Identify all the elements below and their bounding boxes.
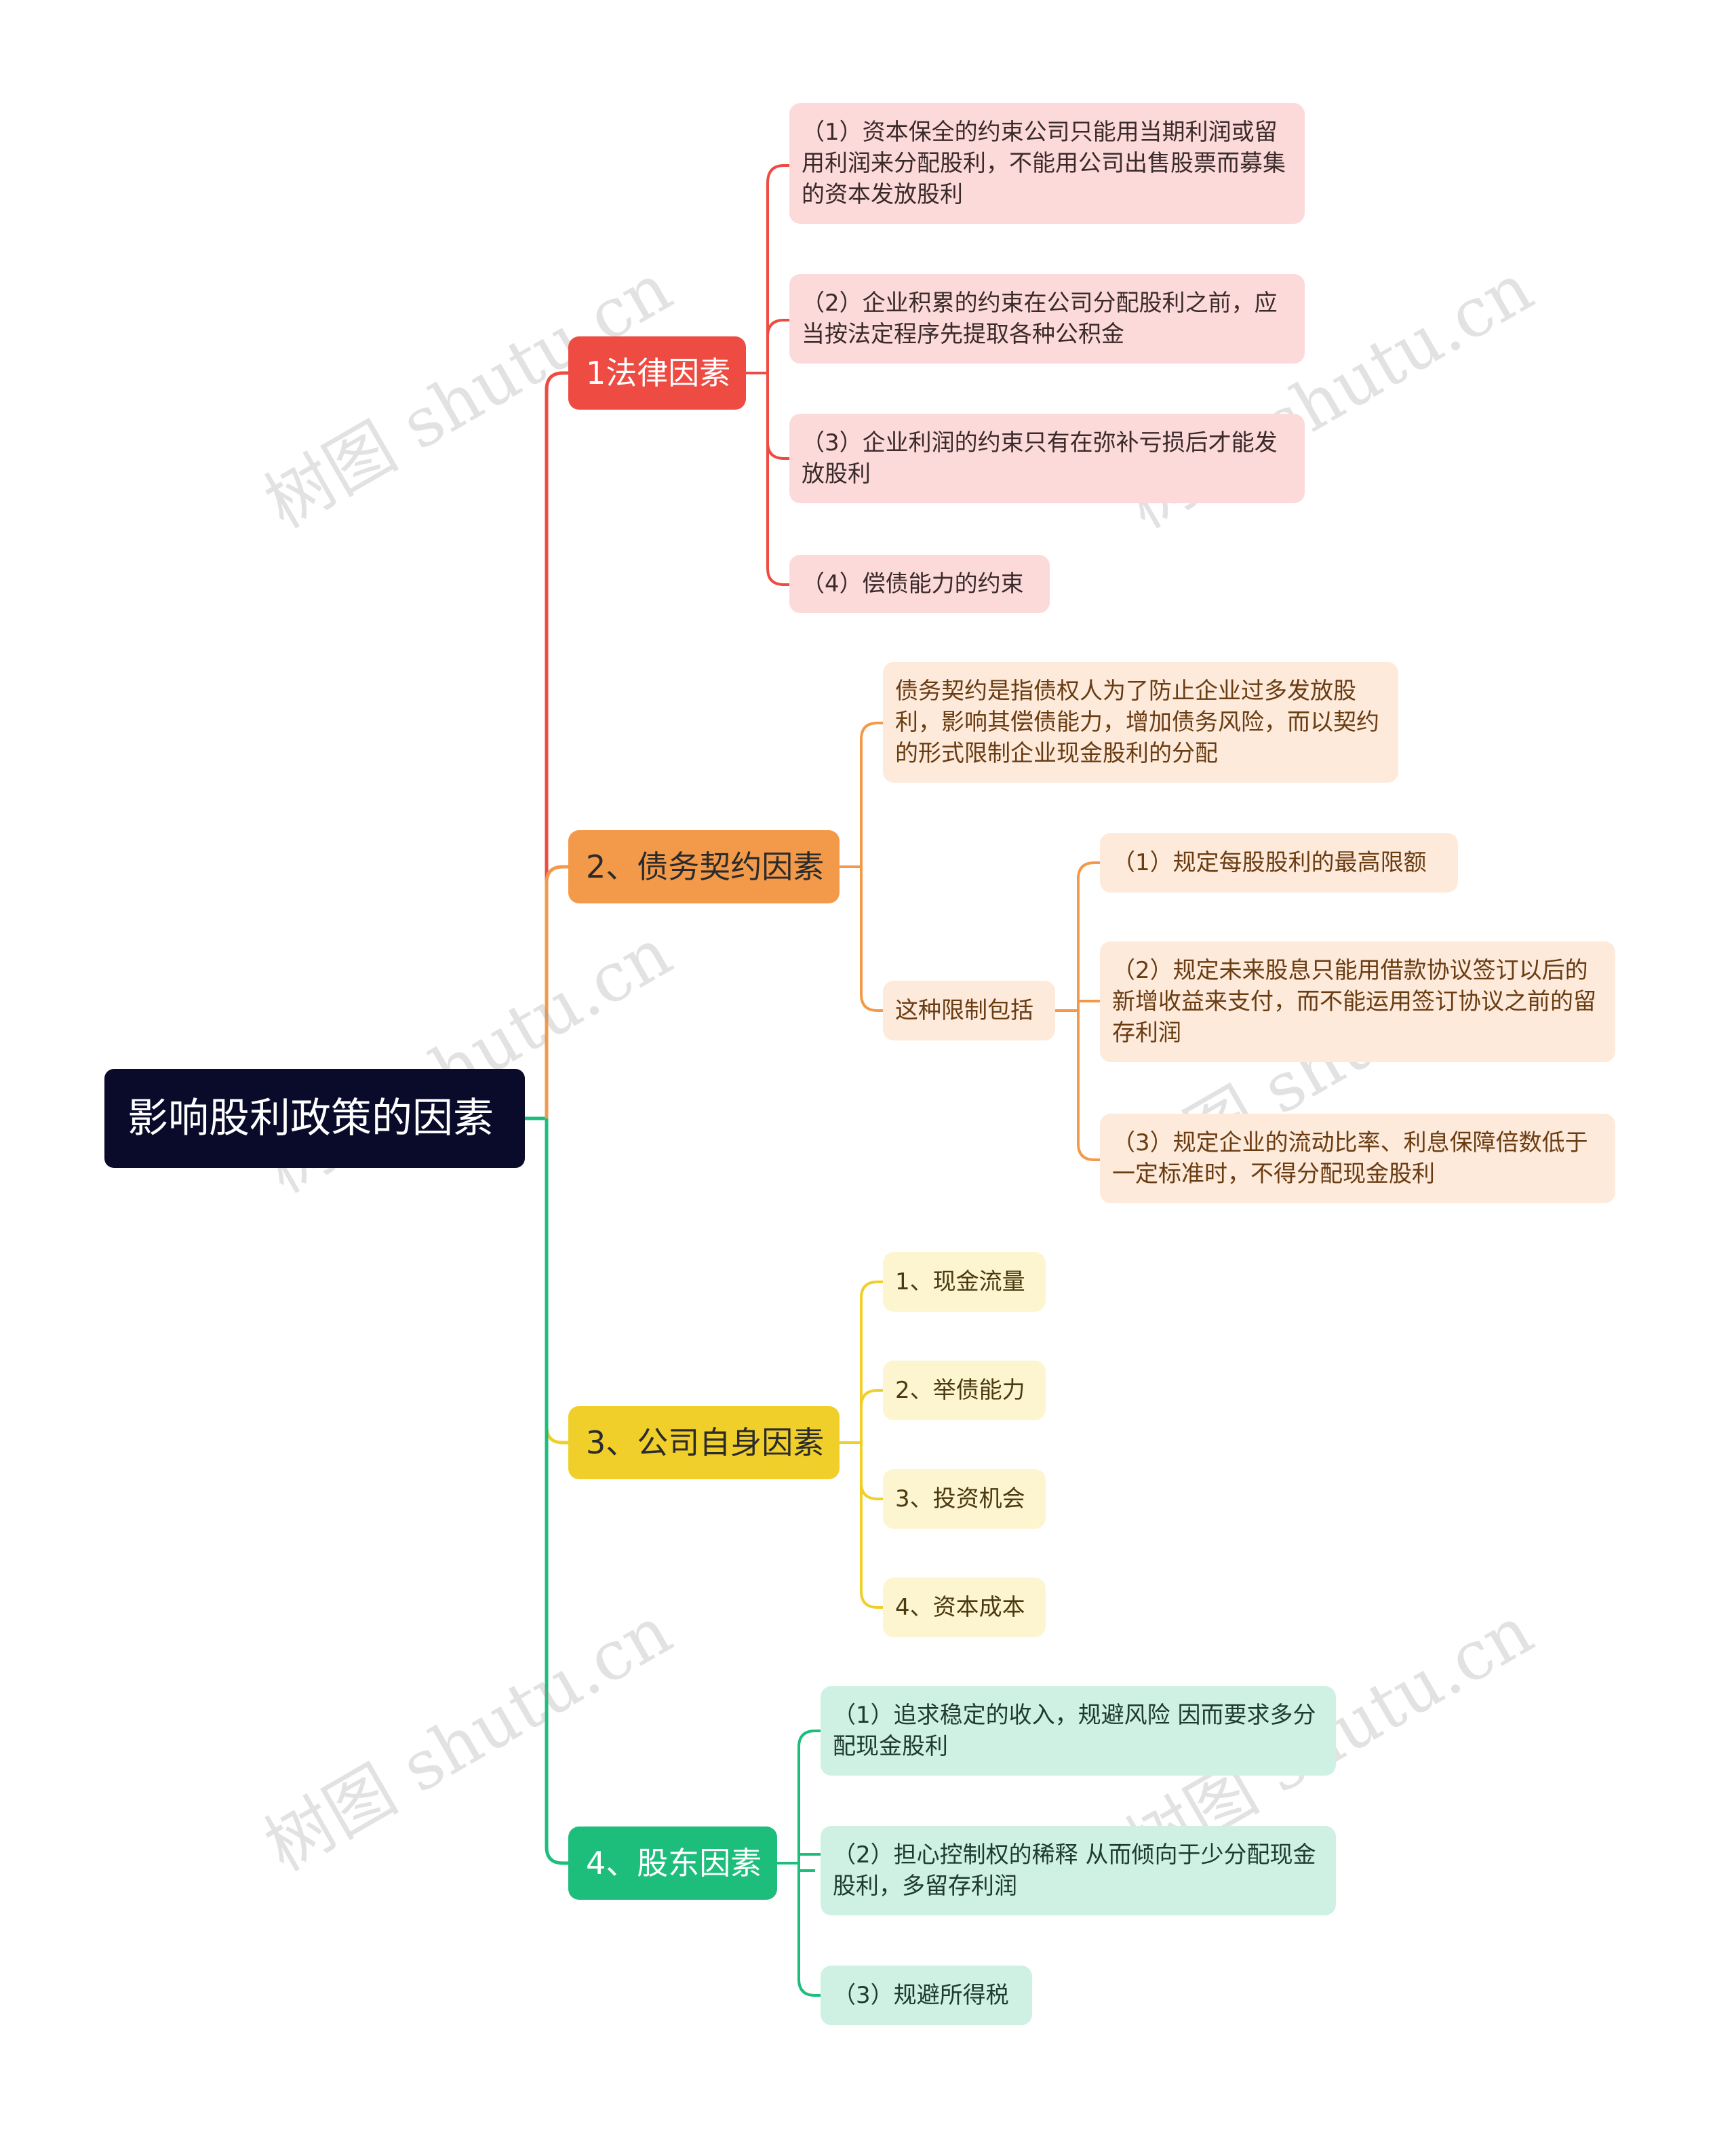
leaf-solvency-constraint[interactable]: （4）偿债能力的约束: [789, 555, 1050, 613]
leaf-profit-constraint[interactable]: （3）企业利润的约束只有在弥补亏损后才能发放股利: [789, 414, 1305, 503]
leaf-cost-of-capital[interactable]: 4、资本成本: [883, 1578, 1046, 1637]
leaf-label: （1）规定每股股利的最高限额: [1112, 849, 1427, 876]
leaf-label: （1）资本保全的约束公司只能用当期利润或留用利润来分配股利，不能用公司出售股票而…: [802, 119, 1286, 208]
leaf-label: （3）规避所得税: [833, 1982, 1009, 2009]
branch-label: 1法律因素: [586, 355, 731, 391]
leaf-label: 3、投资机会: [895, 1485, 1025, 1512]
leaf-label: （2）规定未来股息只能用借款协议签订以后的新增收益来支付，而不能运用签订协议之前…: [1112, 957, 1596, 1047]
leaf-debt-covenant-definition[interactable]: 债务契约是指债权人为了防止企业过多发放股利，影响其偿债能力，增加债务风险，而以契…: [883, 662, 1398, 783]
branch-company-factors[interactable]: 3、公司自身因素: [568, 1406, 840, 1479]
leaf-future-earnings-only[interactable]: （2）规定未来股息只能用借款协议签订以后的新增收益来支付，而不能运用签订协议之前…: [1100, 941, 1615, 1062]
branch-shareholder-factors[interactable]: 4、股东因素: [568, 1827, 777, 1900]
leaf-avoid-income-tax[interactable]: （3）规避所得税: [821, 1966, 1032, 2025]
leaf-label: （2）企业积累的约束在公司分配股利之前，应当按法定程序先提取各种公积金: [802, 290, 1278, 348]
leaf-label: （4）偿债能力的约束: [802, 570, 1024, 598]
leaf-investment-opportunities[interactable]: 3、投资机会: [883, 1469, 1046, 1529]
branch-debt-covenant-factors[interactable]: 2、债务契约因素: [568, 830, 840, 903]
leaf-stable-income[interactable]: （1）追求稳定的收入，规避风险 因而要求多分配现金股利: [821, 1686, 1336, 1776]
leaf-max-dividend-per-share[interactable]: （1）规定每股股利的最高限额: [1100, 833, 1458, 893]
leaf-label: （2）担心控制权的稀释 从而倾向于少分配现金股利，多留存利润: [833, 1841, 1316, 1900]
branch-label: 4、股东因素: [586, 1845, 762, 1881]
leaf-cash-flow[interactable]: 1、现金流量: [883, 1252, 1046, 1312]
leaf-control-dilution[interactable]: （2）担心控制权的稀释 从而倾向于少分配现金股利，多留存利润: [821, 1826, 1336, 1915]
leaf-restrictions-include[interactable]: 这种限制包括: [883, 981, 1055, 1040]
leaf-label: （3）规定企业的流动比率、利息保障倍数低于一定标准时，不得分配现金股利: [1112, 1129, 1588, 1188]
leaf-label: 1、现金流量: [895, 1268, 1025, 1295]
leaf-label: 2、举债能力: [895, 1377, 1025, 1404]
leaf-label: （3）企业利润的约束只有在弥补亏损后才能发放股利: [802, 429, 1278, 488]
leaf-accumulation-constraint[interactable]: （2）企业积累的约束在公司分配股利之前，应当按法定程序先提取各种公积金: [789, 274, 1305, 364]
leaf-label: 这种限制包括: [895, 997, 1033, 1024]
root-topic[interactable]: 影响股利政策的因素: [104, 1069, 525, 1168]
branch-label: 2、债务契约因素: [586, 848, 825, 885]
branch-legal-factors[interactable]: 1法律因素: [568, 336, 746, 410]
leaf-borrowing-capacity[interactable]: 2、举债能力: [883, 1361, 1046, 1420]
leaf-ratio-threshold[interactable]: （3）规定企业的流动比率、利息保障倍数低于一定标准时，不得分配现金股利: [1100, 1114, 1615, 1203]
leaf-label: 债务契约是指债权人为了防止企业过多发放股利，影响其偿债能力，增加债务风险，而以契…: [895, 678, 1379, 767]
leaf-label: 4、资本成本: [895, 1594, 1025, 1621]
leaf-label: （1）追求稳定的收入，规避风险 因而要求多分配现金股利: [833, 1702, 1316, 1760]
root-topic-label: 影响股利政策的因素: [127, 1095, 494, 1142]
branch-label: 3、公司自身因素: [586, 1424, 825, 1461]
leaf-capital-preservation[interactable]: （1）资本保全的约束公司只能用当期利润或留用利润来分配股利，不能用公司出售股票而…: [789, 103, 1305, 224]
